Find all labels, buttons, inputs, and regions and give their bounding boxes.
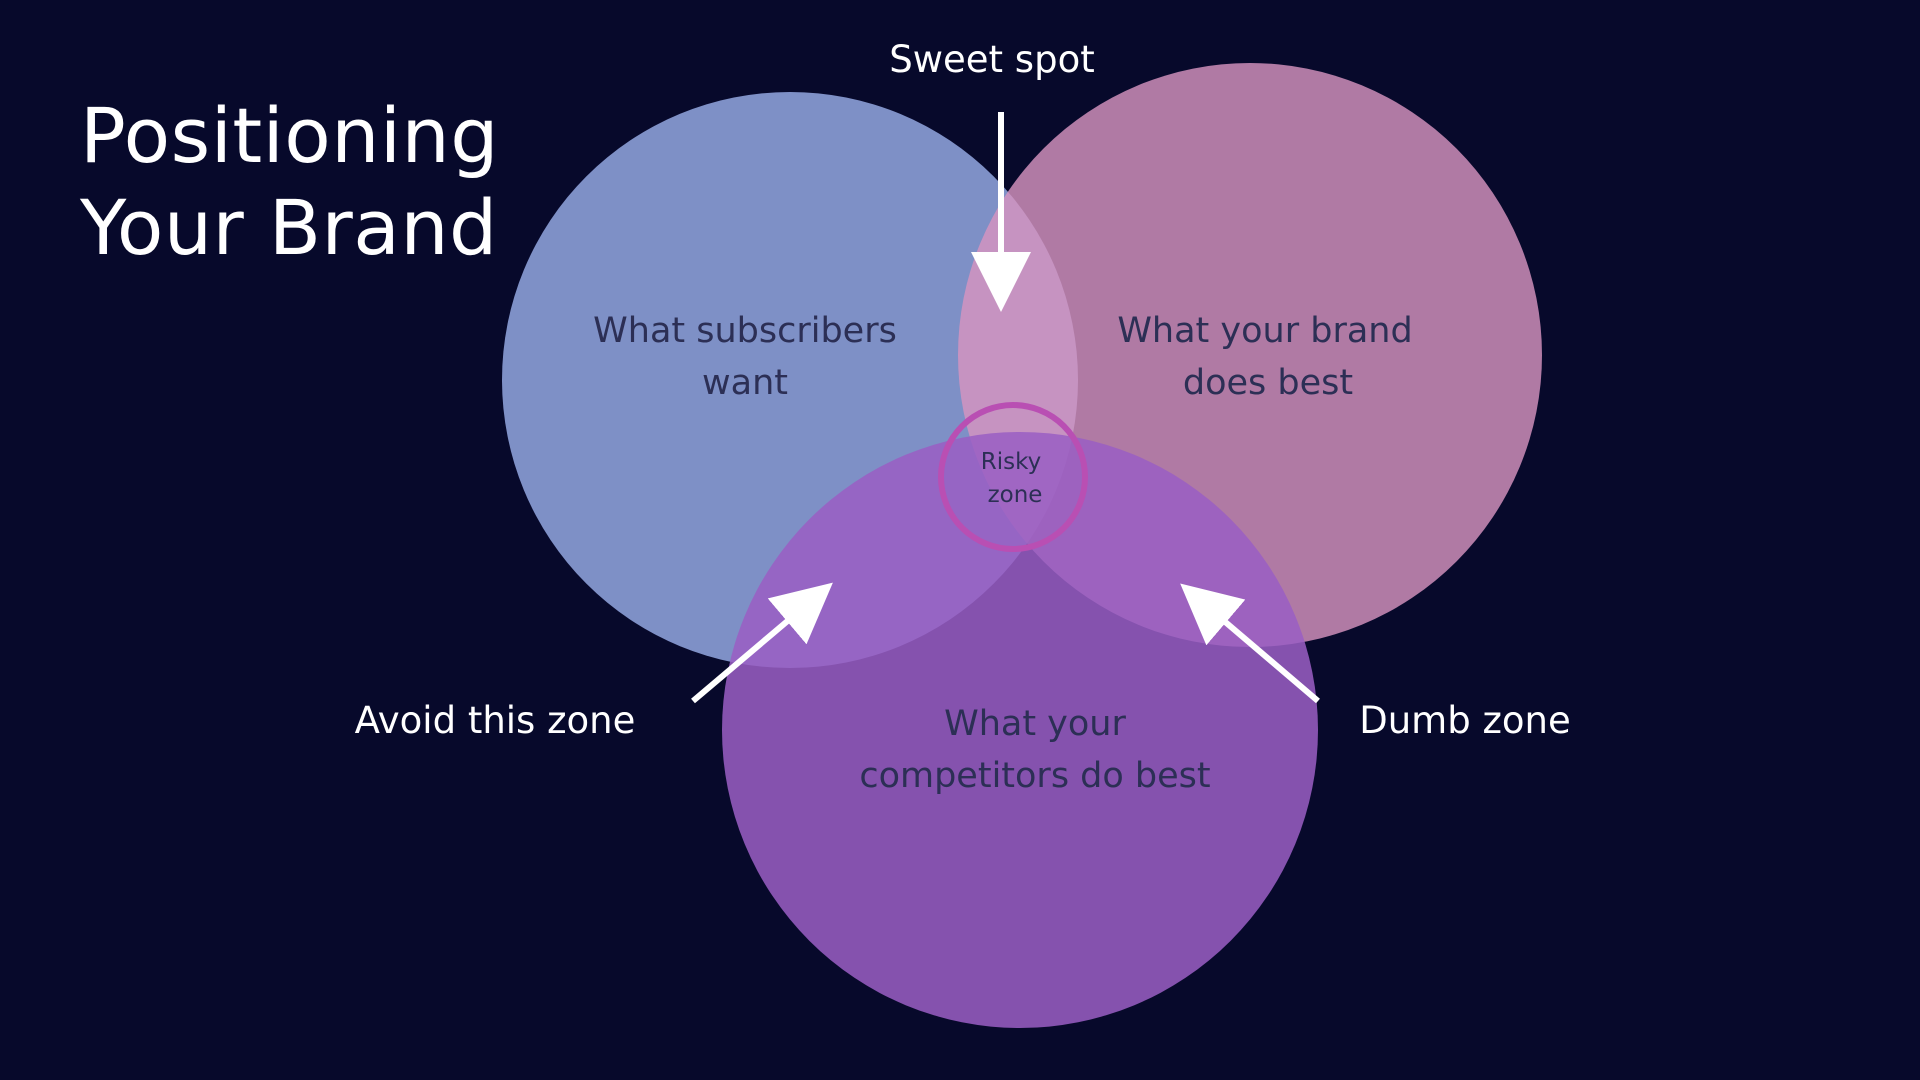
title-line-1: Positioning — [80, 91, 499, 180]
label-risky-line-2: zone — [988, 482, 1043, 508]
label-subscribers-line-2: want — [702, 363, 788, 403]
arrow-avoid-zone — [691, 582, 833, 704]
label-risky-line-1: Risky — [981, 449, 1041, 475]
label-competitors-line-2: competitors do best — [859, 756, 1210, 796]
page-title: Positioning Your Brand — [80, 90, 499, 274]
callout-dumb-zone: Dumb zone — [1359, 699, 1571, 742]
label-competitors-line-1: What your — [944, 704, 1126, 744]
risky-zone-ring — [938, 402, 1088, 552]
callout-sweet-spot: Sweet spot — [889, 38, 1094, 81]
title-line-2: Your Brand — [80, 183, 498, 272]
callout-avoid-zone: Avoid this zone — [355, 699, 636, 742]
label-brand-line-1: What your brand — [1117, 311, 1412, 351]
label-brand-line-2: does best — [1183, 363, 1353, 403]
arrow-dumb-zone — [1180, 583, 1320, 704]
circle-competitors — [722, 432, 1318, 1028]
label-subscribers-line-1: What subscribers — [593, 311, 897, 351]
